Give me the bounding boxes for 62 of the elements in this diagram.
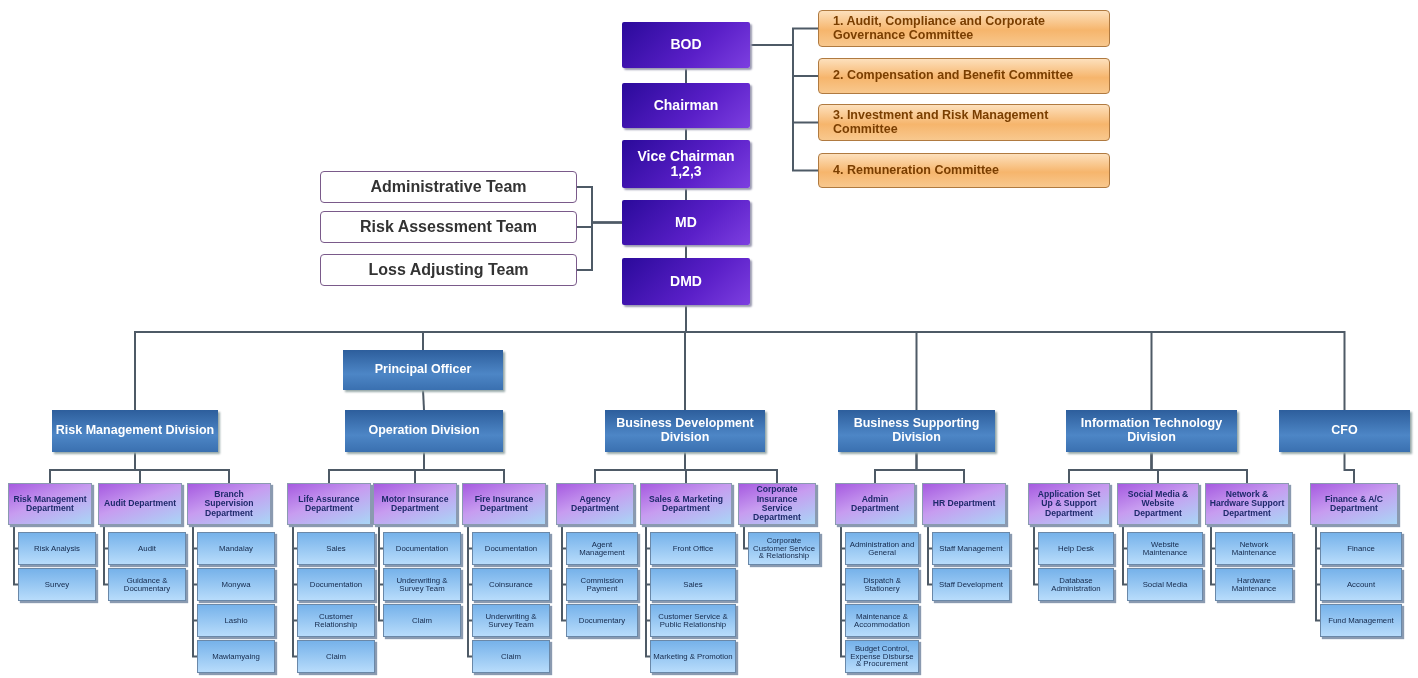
connector-line — [378, 524, 384, 622]
position-box: Chairman — [622, 83, 750, 128]
connector-line — [685, 244, 687, 259]
connector-line — [645, 524, 651, 658]
connector-line — [1150, 451, 1248, 484]
department-box: Sales & Marketing Department — [640, 483, 732, 525]
connector-line — [192, 524, 198, 658]
connector-line — [1315, 524, 1321, 622]
connector-line — [743, 524, 749, 550]
position-box: Vice Chairman 1,2,3 — [622, 140, 750, 188]
connector-line — [685, 127, 687, 141]
connector-line — [685, 187, 687, 201]
division-box: Business Development Division — [605, 410, 765, 452]
division-box: CFO — [1279, 410, 1410, 452]
connector-line — [1122, 524, 1128, 586]
connector-line — [1033, 524, 1039, 586]
connector-line — [561, 524, 567, 622]
connector-line — [134, 451, 230, 484]
connector-line — [422, 389, 425, 411]
team-box: Risk Assessment Team — [320, 211, 577, 243]
division-box: Information Technology Division — [1066, 410, 1237, 452]
department-box: Fire Insurance Department — [462, 483, 546, 525]
department-box: Risk Management Department — [8, 483, 92, 525]
division-box: Principal Officer — [343, 350, 503, 390]
committee-box: 3. Investment and Risk Management Committee — [818, 104, 1110, 141]
department-box: Branch Supervision Department — [187, 483, 271, 525]
team-box: Loss Adjusting Team — [320, 254, 577, 286]
team-box: Administrative Team — [320, 171, 577, 203]
connector-line — [684, 451, 778, 484]
committee-box: 4. Remuneration Committee — [818, 153, 1110, 188]
department-box: Motor Insurance Department — [373, 483, 457, 525]
department-box: Audit Department — [98, 483, 182, 525]
connector-line — [576, 221, 623, 271]
connector-line — [423, 451, 505, 484]
division-box: Operation Division — [345, 410, 503, 452]
department-box: Corporate Insurance Service Department — [738, 483, 816, 525]
position-box: BOD — [622, 22, 750, 68]
connector-line — [103, 524, 109, 586]
department-box: Admin Department — [835, 483, 915, 525]
connector-line — [13, 524, 19, 586]
committee-box: 2. Compensation and Benefit Committee — [818, 58, 1110, 94]
connector-line — [840, 524, 846, 658]
department-box: HR Department — [922, 483, 1006, 525]
connector-line — [467, 524, 473, 658]
department-box: Finance & A/C Department — [1310, 483, 1398, 525]
department-box: Application Set Up & Support Department — [1028, 483, 1110, 525]
connector-line — [1343, 451, 1355, 484]
position-box: DMD — [622, 258, 750, 305]
connector-line — [749, 44, 819, 172]
department-box: Agency Department — [556, 483, 634, 525]
department-box: Life Assurance Department — [287, 483, 371, 525]
connector-line — [1210, 524, 1216, 586]
connector-line — [292, 524, 298, 658]
position-box: MD — [622, 200, 750, 245]
department-box: Social Media & Website Department — [1117, 483, 1199, 525]
division-box: Risk Management Division — [52, 410, 218, 452]
department-box: Network & Hardware Support Department — [1205, 483, 1289, 525]
division-box: Business Supporting Division — [838, 410, 995, 452]
connector-line — [927, 524, 933, 586]
committee-box: 1. Audit, Compliance and Corporate Governance Committee — [818, 10, 1110, 47]
connector-line — [685, 67, 687, 84]
connector-line — [915, 451, 965, 484]
